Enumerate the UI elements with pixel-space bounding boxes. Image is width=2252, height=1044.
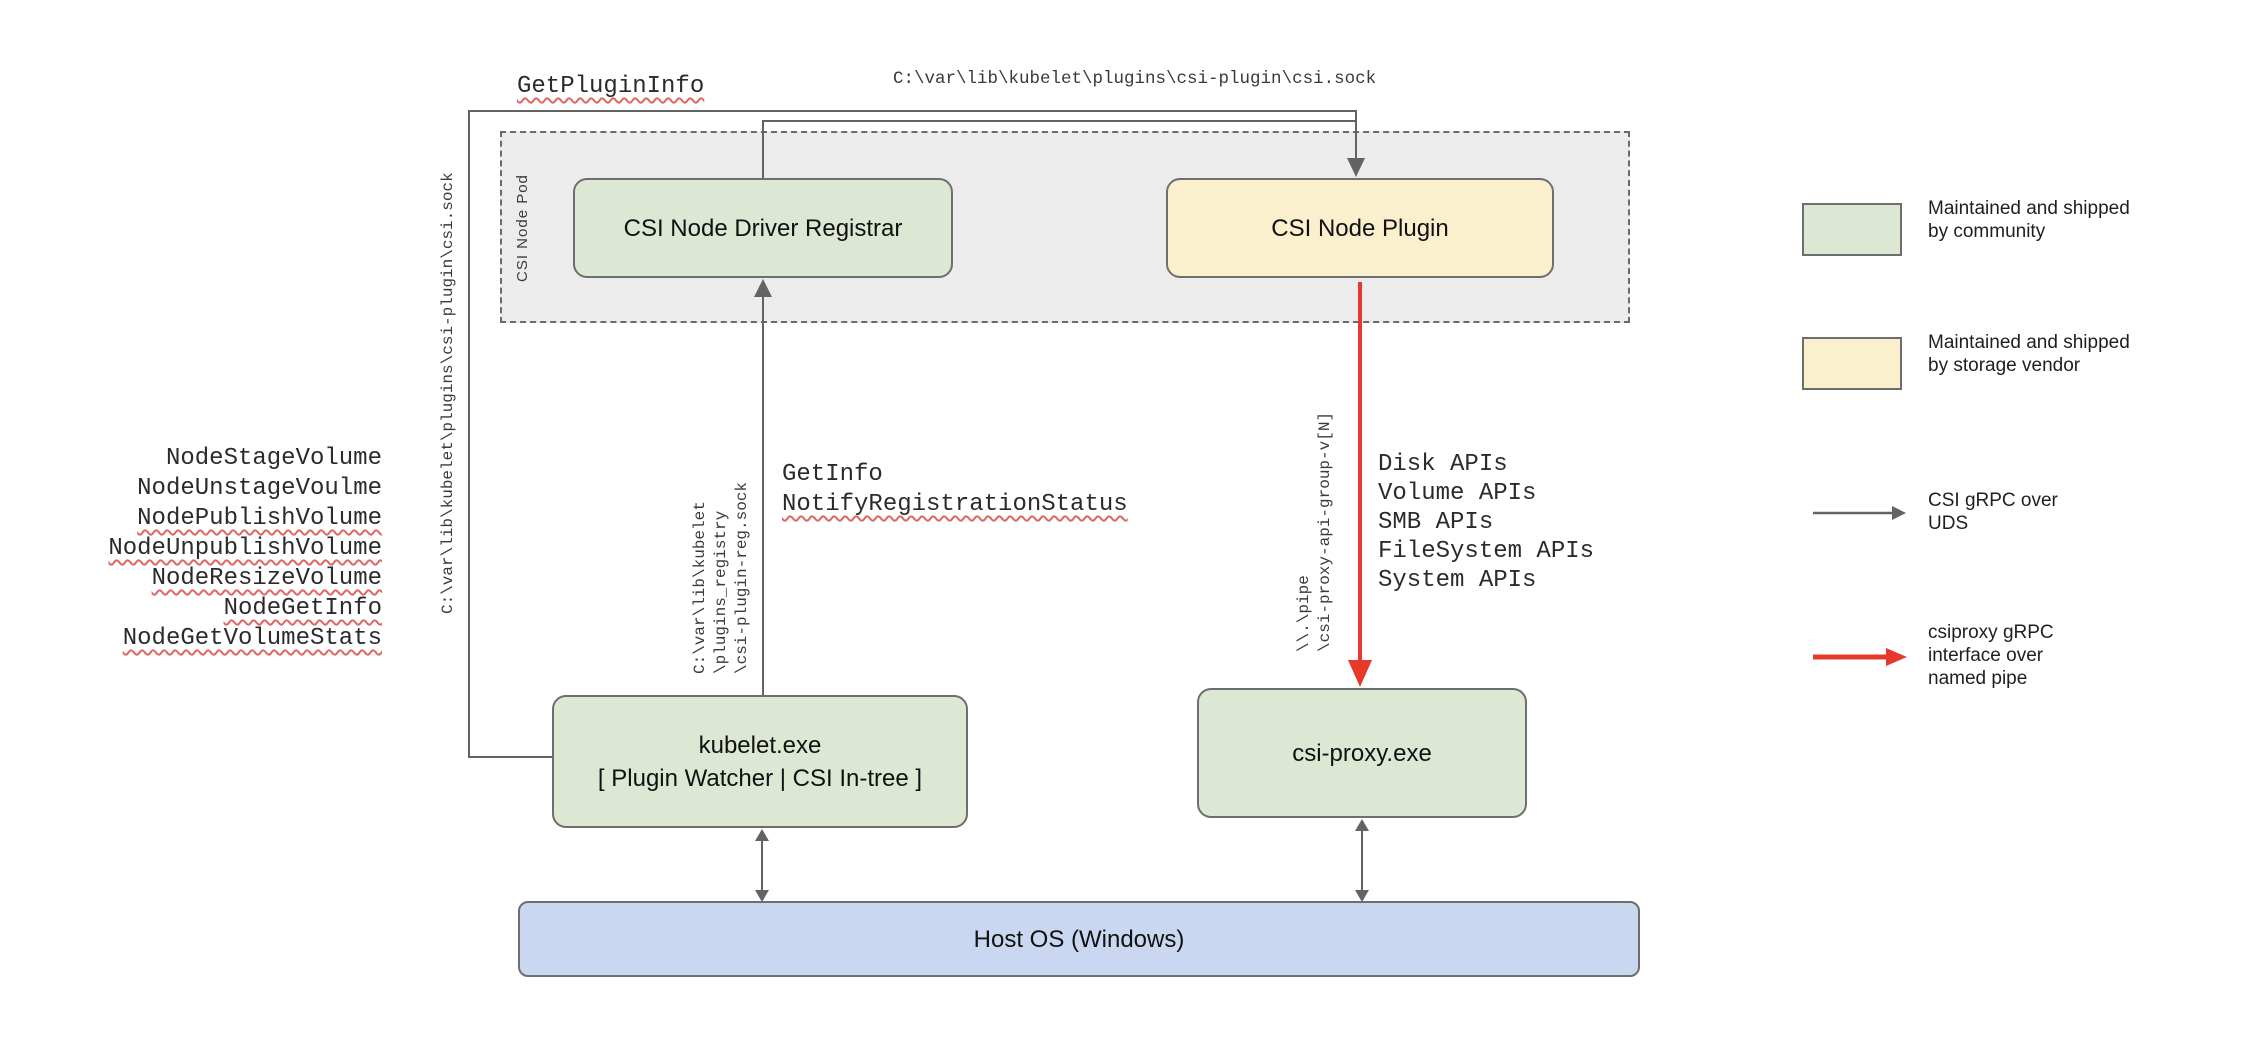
node-rpc-item: NodeGetInfo	[223, 595, 382, 622]
legend-swatch-community	[1802, 203, 1902, 256]
registry-socket-path-label: C:\var\lib\kubelet \plugins_registry \cs…	[690, 482, 753, 674]
registration-calls: GetInfo NotifyRegistrationStatus	[782, 460, 1128, 520]
kubelet-box-subtitle: [ Plugin Watcher | CSI In-tree ]	[597, 764, 923, 792]
registrar-to-plugin-uds-line	[762, 120, 1357, 180]
named-pipe-path-label: \\.\pipe \csi-proxy-api-group-v[N]	[1294, 412, 1336, 652]
host-os-box: Host OS (Windows)	[518, 901, 1640, 977]
kubelet-box-title: kubelet.exe	[698, 731, 822, 759]
csi-node-driver-registrar-box: CSI Node Driver Registrar	[573, 178, 953, 278]
api-item: System APIs	[1378, 567, 1537, 594]
csi-proxy-box: csi-proxy.exe	[1197, 688, 1527, 818]
csi-node-pod-label: CSI Node Pod	[514, 174, 531, 282]
legend-pipe-text: csiproxy gRPC interface over named pipe	[1928, 622, 2054, 689]
pipe-path-line: \\.\pipe	[1295, 575, 1313, 652]
registry-path-line: C:\var\lib\kubelet	[691, 501, 709, 674]
legend-swatch-vendor	[1802, 337, 1902, 390]
kubelet-box: kubelet.exe [ Plugin Watcher | CSI In-tr…	[552, 695, 968, 828]
registry-path-line: \csi-plugin-reg.sock	[733, 481, 751, 674]
csi-node-plugin-box: CSI Node Plugin	[1166, 178, 1554, 278]
legend-pipe-arrowhead-icon	[1886, 648, 1907, 666]
csi-sock-path-left-label: C:\var\lib\kubelet\plugins\csi-plugin\cs…	[439, 172, 457, 614]
kubelet-hostos-up-arrowhead-icon	[755, 829, 769, 841]
legend-uds-text: CSI gRPC over UDS	[1928, 490, 2058, 534]
legend-community-text: Maintained and shipped by community	[1928, 198, 2130, 242]
legend-vendor-text: Maintained and shipped by storage vendor	[1928, 332, 2130, 376]
node-rpc-item: NodePublishVolume	[137, 505, 382, 532]
node-rpc-item: NodeUnpublishVolume	[108, 535, 382, 562]
get-info-label: GetInfo	[782, 461, 883, 488]
csi-sock-path-top-label: C:\var\lib\kubelet\plugins\csi-plugin\cs…	[893, 69, 1377, 89]
csiproxy-hostos-up-arrowhead-icon	[1355, 819, 1369, 831]
node-rpc-list: NodeStageVolume NodeUnstageVoulme NodePu…	[100, 444, 382, 654]
node-rpc-item: NodeStageVolume	[165, 445, 382, 472]
api-item: Volume APIs	[1378, 480, 1537, 507]
csiproxy-arrowhead-icon	[1348, 660, 1372, 687]
notify-registration-status-label: NotifyRegistrationStatus	[782, 491, 1128, 518]
node-rpc-item: NodeGetVolumeStats	[122, 625, 382, 652]
csiproxy-hostos-down-arrowhead-icon	[1355, 890, 1369, 902]
api-item: FileSystem APIs	[1378, 538, 1595, 565]
pipe-path-line: \csi-proxy-api-group-v[N]	[1316, 411, 1334, 652]
legend-uds-arrowhead-icon	[1892, 506, 1906, 520]
get-plugin-info-label: GetPluginInfo	[517, 73, 705, 100]
node-rpc-item: NodeResizeVolume	[151, 565, 382, 592]
registry-path-line: \plugins_registry	[712, 510, 730, 674]
node-rpc-item: NodeUnstageVoulme	[137, 475, 382, 502]
api-item: Disk APIs	[1378, 451, 1508, 478]
windows-api-list: Disk APIs Volume APIs SMB APIs FileSyste…	[1378, 450, 1594, 595]
registrar-arrowhead-icon	[754, 279, 772, 297]
kubelet-hostos-down-arrowhead-icon	[755, 890, 769, 902]
plugin-arrowhead-icon	[1347, 158, 1365, 177]
api-item: SMB APIs	[1378, 509, 1494, 536]
